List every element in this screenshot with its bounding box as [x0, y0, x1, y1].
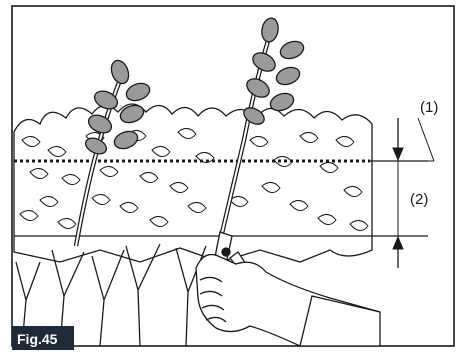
arrow-down-icon [393, 148, 403, 160]
figure-caption: Fig.45 [17, 331, 58, 347]
dimension-arrows [393, 118, 403, 268]
callout-1-label: (1) [420, 99, 438, 116]
callout-1-leader [418, 118, 434, 161]
callout-2-label: (2) [410, 191, 428, 208]
hand [196, 255, 380, 347]
arrow-up-icon [393, 237, 403, 249]
